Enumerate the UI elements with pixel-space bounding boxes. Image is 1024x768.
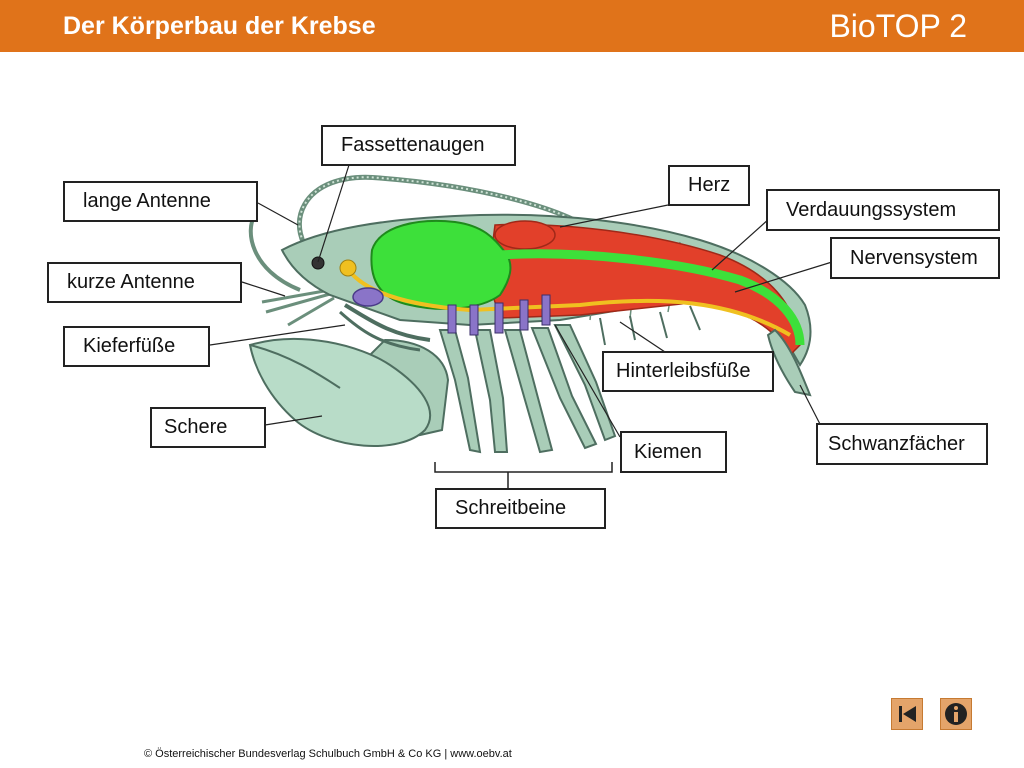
label-kiemen: Kiemen [620,431,727,473]
stomach [370,219,512,310]
info-icon [945,703,967,725]
header-bar: Der Körperbau der Krebse BioTOP 2 [0,0,1024,52]
label-fassettenaugen: Fassettenaugen [321,125,516,166]
walking-legs-bracket [434,462,613,488]
label-schwanzfaecher: Schwanzfächer [816,423,988,465]
pleopods [599,305,701,346]
claw [248,337,431,447]
compound-eye [311,256,325,270]
skip-back-icon [899,706,916,722]
gland [352,287,384,307]
label-hinterleibsfuesse: Hinterleibsfüße [602,351,774,392]
label-lange-antenne: lange Antenne [63,181,258,222]
brain [339,259,357,277]
leader-lines [209,164,833,438]
info-button[interactable] [940,698,972,730]
label-schere: Schere [150,407,266,448]
label-verdauungssystem: Verdauungssystem [766,189,1000,231]
label-kieferfuesse: Kieferfüße [63,326,210,367]
short-antenna [261,288,335,327]
label-schreitbeine: Schreitbeine [435,488,606,529]
maxilliped [343,303,431,342]
walking-legs [438,324,617,454]
copyright-footer: © Österreichischer Bundesverlag Schulbuc… [144,748,512,760]
label-herz: Herz [668,165,750,206]
heart [494,220,556,250]
label-nervensystem: Nervensystem [830,237,1000,279]
page-title: Der Körperbau der Krebse [63,12,376,40]
brand-logo: BioTOP 2 [829,8,967,44]
intestine [499,249,805,346]
gills [447,294,551,336]
tail-fan [766,328,812,397]
label-kurze-antenne: kurze Antenne [47,262,242,303]
back-button[interactable] [891,698,923,730]
